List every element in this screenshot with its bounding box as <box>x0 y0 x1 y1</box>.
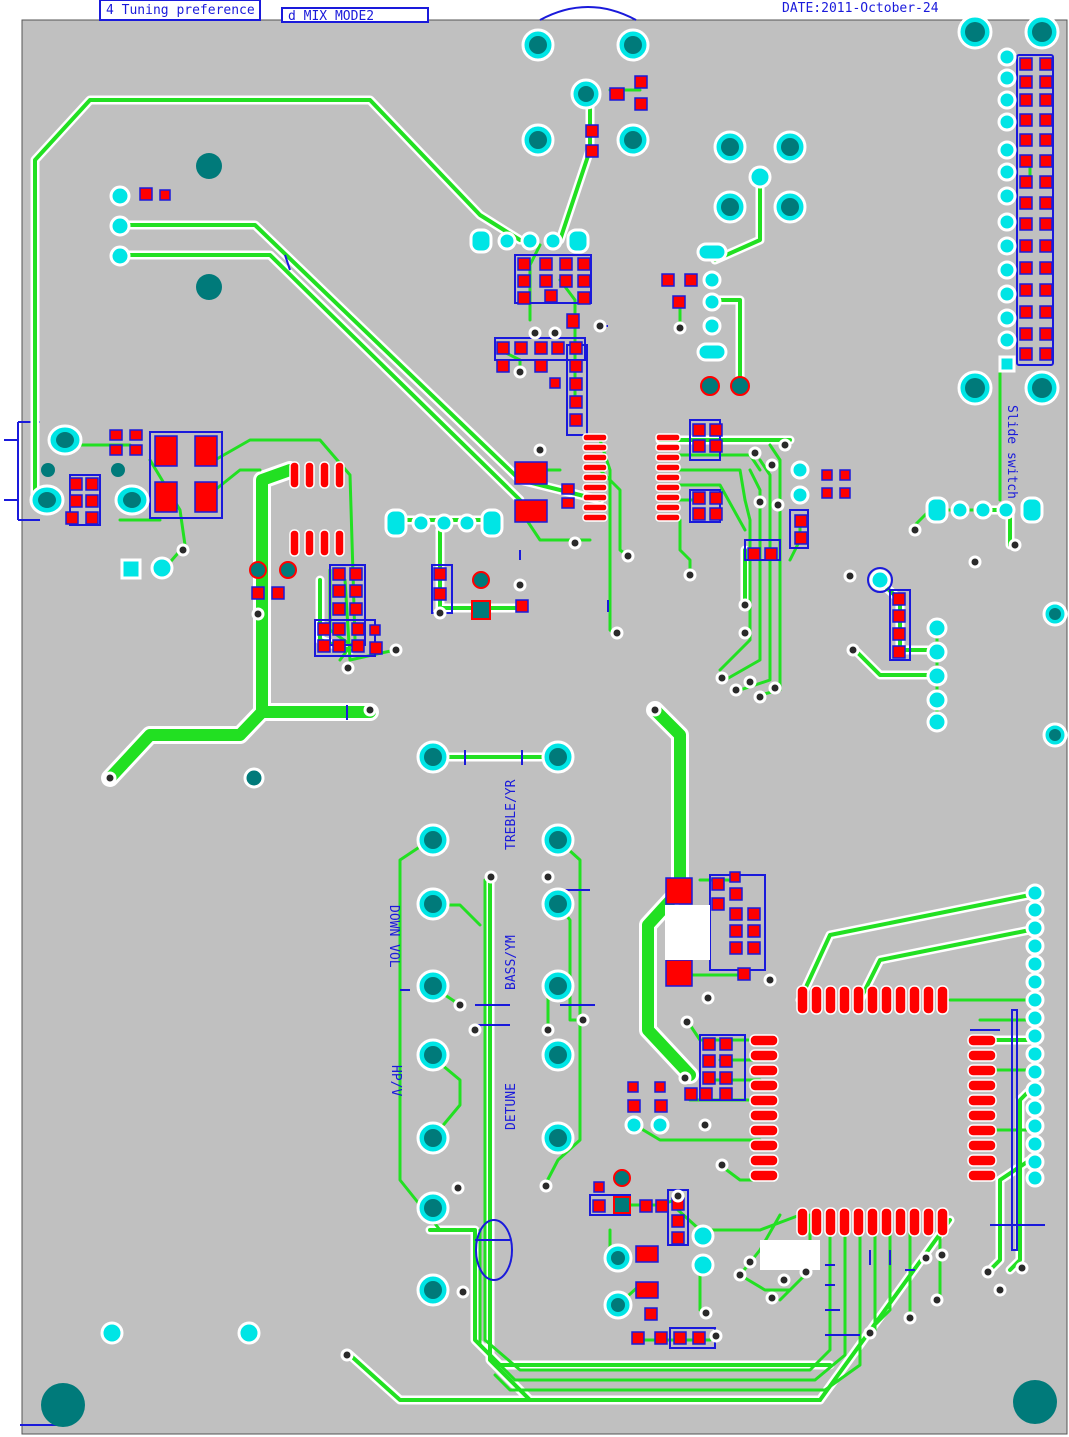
left-connector-outline <box>4 421 40 521</box>
ic-pads <box>289 433 997 1237</box>
hp-v-label: HP/V <box>388 1065 403 1096</box>
keepout-regions <box>665 905 820 1270</box>
detune-label: DETUNE <box>504 1083 519 1130</box>
through-hole-pads <box>29 14 1068 1427</box>
mix-mode-label: d MIX MODE2 <box>288 9 374 24</box>
smd-pads <box>65 57 1053 1345</box>
tuning-preference-label: 4 Tuning preference <box>106 3 255 18</box>
treble-label: TREBLE/YR <box>504 779 519 850</box>
date-label: DATE:2011-October-24 <box>782 1 939 16</box>
bass-label: BASS/YM <box>504 935 519 990</box>
header-silkscreen: 4 Tuning preference d MIX MODE2 DATE:201… <box>99 0 939 24</box>
down-vol-label: DOWN VOL <box>386 905 401 968</box>
slide-switch-label: Slide switch <box>1004 405 1019 499</box>
silkscreen-text: Slide switch DOWN VOL HP/V TREBLE/YR BAS… <box>386 405 1019 1130</box>
vias <box>103 319 1029 1362</box>
